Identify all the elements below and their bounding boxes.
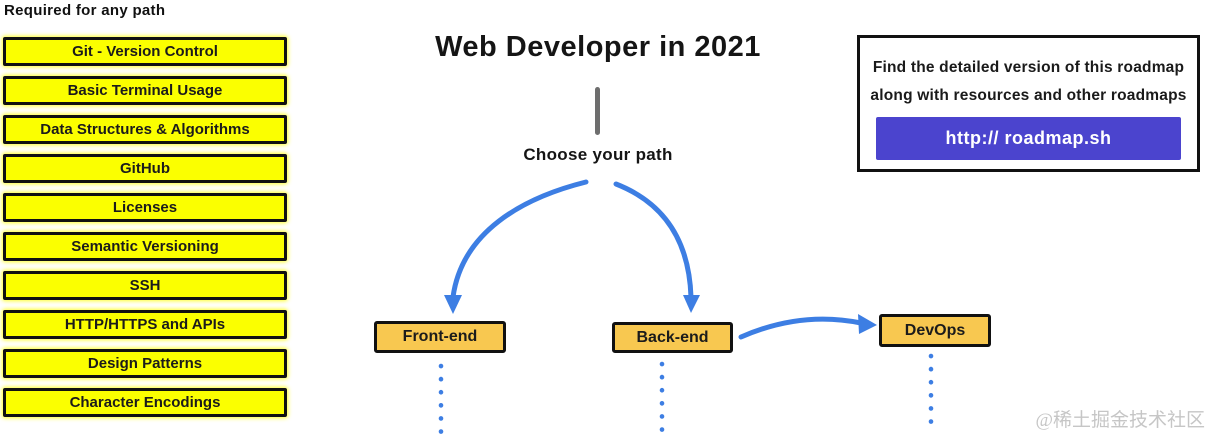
required-item-git: Git - Version Control [3,37,287,66]
path-box-devops: DevOps [879,314,991,347]
path-box-backend: Back-end [612,322,733,353]
required-list: Git - Version Control Basic Terminal Usa… [3,37,287,417]
required-item-semver: Semantic Versioning [3,232,287,261]
arrowhead-devops [858,314,877,334]
required-item-dsa: Data Structures & Algorithms [3,115,287,144]
required-item-github: GitHub [3,154,287,183]
required-item-terminal: Basic Terminal Usage [3,76,287,105]
watermark-text: @稀土掘金技术社区 [1035,410,1206,431]
required-item-http: HTTP/HTTPS and APIs [3,310,287,339]
arrow-to-frontend [450,179,589,300]
roadmap-url-button[interactable]: http:// roadmap.sh [876,117,1181,160]
info-line-2: along with resources and other roadmaps [870,87,1187,104]
required-item-design-patterns: Design Patterns [3,349,287,378]
required-item-licenses: Licenses [3,193,287,222]
arrow-backend-to-devops [738,316,864,340]
required-item-ssh: SSH [3,271,287,300]
title-stem-line [595,87,600,135]
path-box-frontend: Front-end [374,321,506,353]
choose-your-path-label: Choose your path [523,145,673,164]
arrow-to-backend [613,181,694,300]
page-title: Web Developer in 2021 [435,31,761,63]
required-item-encodings: Character Encodings [3,388,287,417]
required-heading: Required for any path [4,2,166,19]
arrowhead-frontend [444,295,462,314]
info-box: Find the detailed version of this roadma… [857,35,1200,172]
info-line-1: Find the detailed version of this roadma… [872,59,1185,76]
arrowhead-backend [683,295,700,313]
